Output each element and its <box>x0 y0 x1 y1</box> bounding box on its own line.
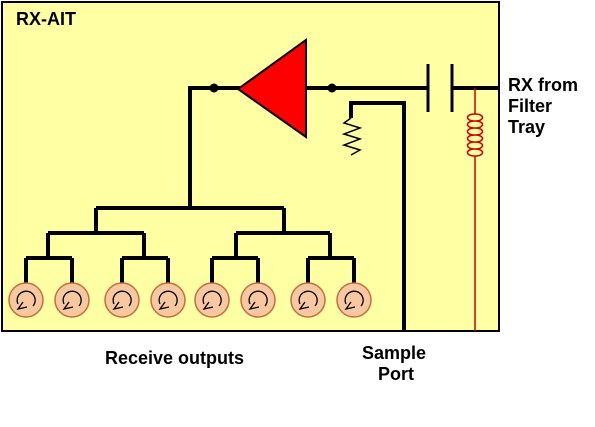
junction-dot-amp-input <box>209 83 219 93</box>
sample-port-label: Sample Port <box>362 343 426 385</box>
sample-port-label-line-2: Port <box>378 364 415 384</box>
rx-label-line-2: Filter <box>508 96 553 116</box>
sample-port-label-line-1: Sample <box>362 343 427 363</box>
receive-output-connector-icon <box>290 282 326 318</box>
rx-ait-module-panel <box>1 1 500 332</box>
receive-output-connector-icon <box>240 282 276 318</box>
filter-coil-icon <box>466 88 484 331</box>
splitter-feed-wire <box>188 86 240 208</box>
receive-output-connector-icon <box>194 282 230 318</box>
junction-dot-amp-output <box>327 83 337 93</box>
sample-port-wire <box>349 101 406 331</box>
receive-output-connector-icon <box>150 282 186 318</box>
sample-port-coupler <box>341 101 406 331</box>
splitter-tree <box>24 206 356 283</box>
rx-label-line-1: RX from <box>508 75 579 95</box>
rx-from-filter-tray-label: RX from Filter Tray <box>508 75 578 138</box>
receive-outputs-label: Receive outputs <box>105 348 245 368</box>
rx-label-line-3: Tray <box>508 117 546 137</box>
module-title: RX-AIT <box>16 9 76 29</box>
resistor-zigzag-icon <box>341 117 363 156</box>
coupling-capacitor-icon <box>426 64 454 112</box>
receive-output-connector-icon <box>336 282 372 318</box>
receive-output-connector-icon <box>8 282 44 318</box>
receive-output-connectors <box>8 282 372 318</box>
amplifier-triangle-icon <box>236 38 307 139</box>
receive-output-connector-icon <box>104 282 140 318</box>
receive-output-connector-icon <box>54 282 90 318</box>
